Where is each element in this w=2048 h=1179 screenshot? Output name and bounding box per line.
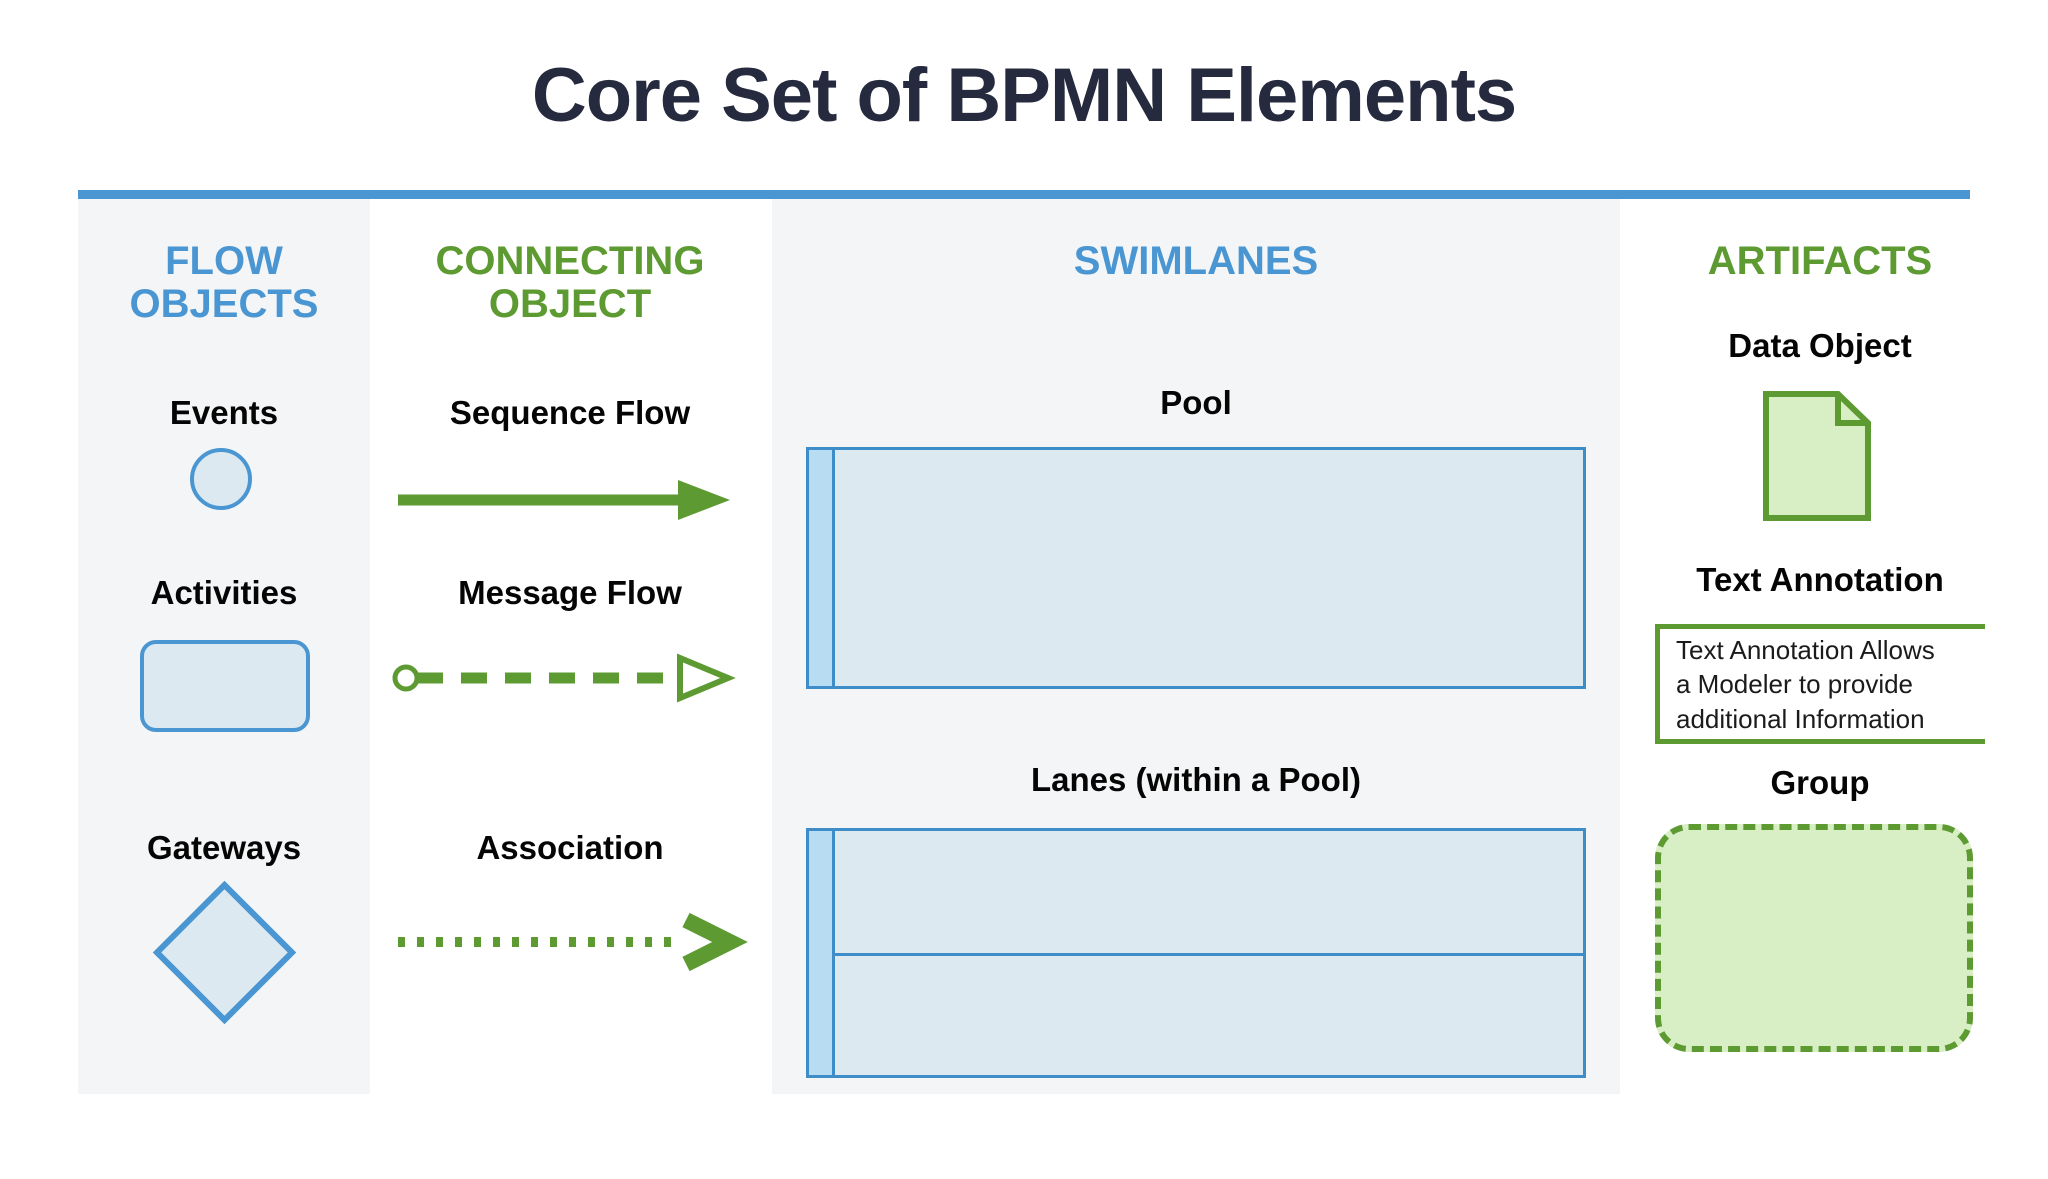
- flow-objects-heading: FLOW OBJECTS: [78, 239, 370, 327]
- text-annotation-line-3: additional Information: [1676, 703, 1925, 734]
- sequence-flow-label: Sequence Flow: [449, 394, 691, 431]
- pool-shape: [806, 447, 1586, 689]
- events-label: Events: [169, 394, 279, 431]
- lanes-header-strip: [809, 831, 835, 1075]
- swimlanes-heading: SWIMLANES: [1073, 239, 1319, 283]
- activity-rectangle-icon: [140, 640, 310, 732]
- sequence-flow-icon: [390, 470, 750, 530]
- pool-header-strip: [809, 450, 835, 686]
- lanes-label: Lanes (within a Pool): [1030, 761, 1362, 798]
- association-label: Association: [476, 829, 664, 866]
- page-title: Core Set of BPMN Elements: [531, 53, 1517, 138]
- group-label: Group: [1770, 764, 1870, 801]
- title-divider-rule: [78, 190, 1970, 199]
- flow-objects-heading-line1: FLOW: [165, 239, 283, 283]
- text-annotation-line-2: a Modeler to provide: [1676, 669, 1914, 700]
- lanes-body: [835, 831, 1583, 1075]
- gateway-diamond-icon: [152, 880, 297, 1025]
- gateways-label: Gateways: [146, 829, 302, 866]
- group-shape-icon: [1655, 824, 1973, 1052]
- event-circle-icon: [190, 448, 252, 510]
- lanes-shape: [806, 828, 1586, 1078]
- data-object-label: Data Object: [1728, 327, 1912, 364]
- association-icon: [390, 912, 750, 972]
- text-annotation-shape: Text Annotation Allows a Modeler to prov…: [1655, 624, 1985, 744]
- text-annotation-label: Text Annotation: [1696, 561, 1944, 598]
- message-flow-label: Message Flow: [458, 574, 682, 611]
- connecting-object-heading: CONNECTING OBJECT: [390, 239, 750, 327]
- connecting-object-heading-line2: OBJECT: [488, 282, 652, 327]
- pool-label: Pool: [1160, 384, 1232, 421]
- flow-objects-heading-line2: OBJECTS: [129, 282, 319, 327]
- lane-divider-line: [835, 953, 1583, 956]
- connecting-object-heading-line1: CONNECTING: [435, 239, 705, 283]
- artifacts-heading: ARTIFACTS: [1707, 239, 1933, 283]
- pool-body: [835, 450, 1583, 686]
- text-annotation-line-1: Text Annotation Allows: [1676, 635, 1935, 665]
- data-object-document-icon: [1762, 390, 1872, 522]
- message-flow-icon: [390, 648, 750, 708]
- activities-label: Activities: [150, 574, 298, 611]
